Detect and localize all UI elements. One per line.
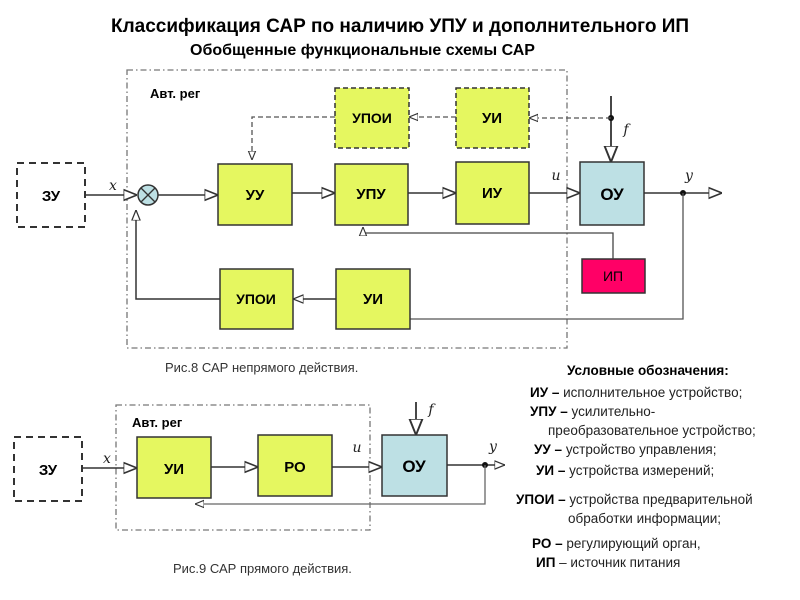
block-zu-label: ЗУ	[42, 188, 61, 205]
block-uu-label: УУ	[246, 187, 265, 204]
block-iu-label: ИУ	[482, 185, 503, 202]
block-upoi-top-label: УПОИ	[352, 110, 392, 126]
page-subtitle: Обобщенные функциональные схемы САР	[190, 42, 535, 59]
signal-u-9: u	[352, 440, 361, 456]
block-ip-label: ИП	[603, 268, 623, 284]
legend-item-continuation: преобразовательное устройство;	[548, 423, 756, 438]
legend-heading: Условные обозначения:	[567, 363, 729, 378]
legend-item: ИУ – исполнительное устройство;	[530, 385, 743, 400]
block-ou-label: ОУ	[600, 185, 624, 204]
connector-y-to-ui-bottom	[403, 193, 684, 320]
block-zu-9-label: ЗУ	[39, 462, 58, 479]
region-label: Авт. рег	[150, 86, 201, 101]
block-ui-9-label: УИ	[164, 461, 184, 478]
block-zu: ЗУ	[16, 162, 86, 228]
page-title: Классификация САР по наличию УПУ и допол…	[110, 16, 690, 37]
legend-item: ИП – источник питания	[536, 555, 681, 570]
figure-9: Авт. рег ЗУ x УИ РО u ОУ f y Рис.9 САР п…	[13, 402, 505, 576]
legend-item-continuation: обработки информации;	[568, 511, 722, 526]
block-ui-top: УИ	[455, 87, 530, 149]
block-upu-label: УПУ	[356, 186, 386, 203]
legend-item: УПУ – усилительно-	[530, 404, 656, 419]
block-ou-9-label: ОУ	[402, 457, 426, 476]
block-ou-9: ОУ	[381, 434, 448, 497]
auto-regulator-region	[126, 69, 568, 349]
feedback-line-9	[195, 465, 486, 504]
figure-8-caption: Рис.8 САР непрямого действия.	[165, 360, 358, 375]
block-upoi-top: УПОИ	[334, 87, 410, 149]
block-zu-9: ЗУ	[13, 436, 83, 502]
block-ui-bottom: УИ	[335, 268, 411, 330]
signal-f-9: f	[427, 402, 436, 418]
legend-item: УПОИ – устройства предварительной	[516, 492, 753, 507]
figure-9-caption: Рис.9 САР прямого действия.	[173, 561, 352, 576]
block-upoi-bottom-label: УПОИ	[236, 291, 276, 307]
connector-ip-to-upu	[363, 227, 614, 259]
figure-8: Авт. рег ЗУ x УУ УПУ ИУ	[16, 69, 722, 375]
block-ui-9: УИ	[136, 436, 212, 499]
block-uu: УУ	[217, 163, 293, 226]
legend: Условные обозначения: ИУ – исполнительно…	[512, 363, 800, 572]
block-ou: ОУ	[579, 161, 645, 226]
signal-y: y	[684, 168, 694, 184]
signal-y-9: y	[488, 439, 498, 455]
region-label-9: Авт. рег	[132, 415, 183, 430]
legend-item: УУ – устройство управления;	[534, 442, 717, 457]
legend-item: РО – регулирующий орган,	[532, 536, 701, 551]
block-ip: ИП	[581, 258, 646, 294]
signal-f: f	[622, 122, 631, 138]
summing-junction-icon	[137, 184, 159, 206]
block-ro-9: РО	[257, 434, 333, 497]
block-ui-bottom-label: УИ	[363, 291, 383, 308]
block-upu: УПУ	[334, 163, 409, 226]
legend-item: УИ – устройства измерений;	[536, 463, 715, 478]
signal-u: u	[551, 168, 560, 184]
signal-x: x	[109, 178, 117, 194]
dashed-connector-upoi-to-uu	[252, 116, 335, 160]
block-upoi-bottom: УПОИ	[219, 268, 294, 330]
signal-x-9: x	[103, 451, 111, 467]
connector-upoi-to-sum	[136, 210, 220, 300]
block-iu: ИУ	[455, 161, 530, 225]
block-ro-9-label: РО	[284, 459, 306, 476]
block-ui-top-label: УИ	[482, 110, 502, 127]
